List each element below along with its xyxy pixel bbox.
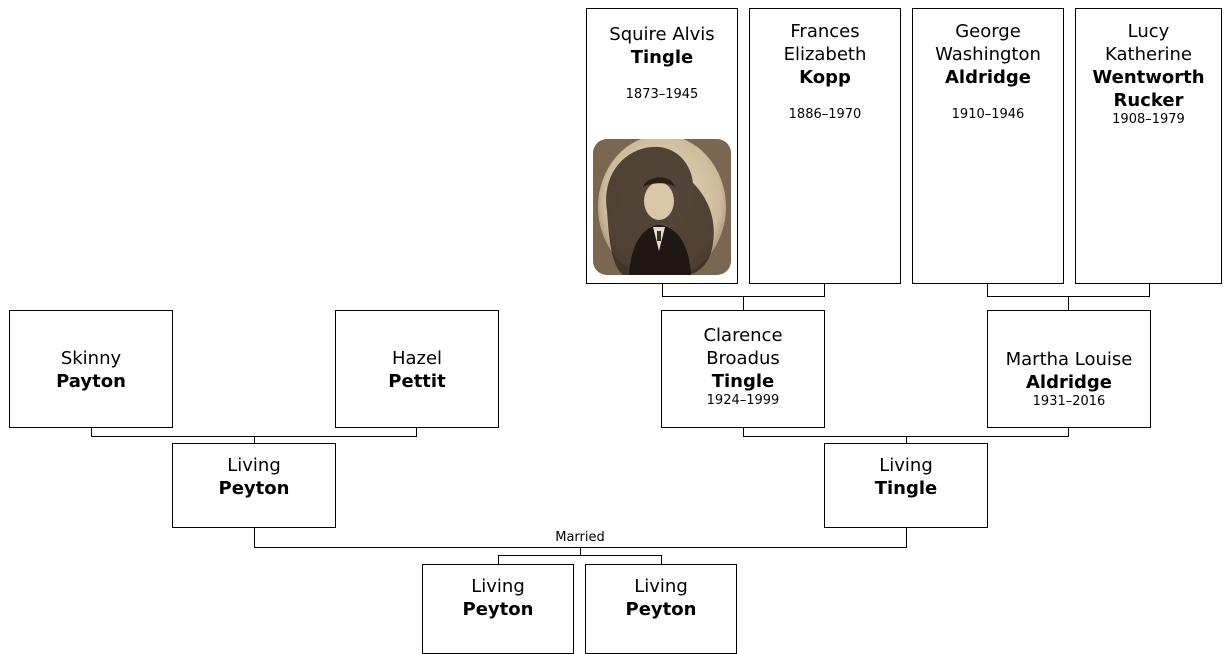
person-card-skinny-payton[interactable]: Skinny Payton — [9, 310, 173, 428]
connector-line — [580, 547, 581, 555]
given-name: Squire Alvis — [609, 24, 715, 45]
connector-line — [1068, 296, 1069, 310]
given-name: Martha Louise — [1005, 349, 1133, 370]
connector-line — [743, 427, 744, 436]
surname: Payton — [56, 371, 126, 392]
life-dates: 1908–1979 — [1112, 112, 1185, 127]
surname: Peyton — [218, 478, 290, 499]
connector-line — [91, 427, 92, 436]
connector-line — [987, 283, 988, 296]
connector-line — [254, 436, 255, 444]
life-dates: 1873–1945 — [625, 87, 699, 102]
given-name: George Washington — [935, 21, 1041, 65]
surname: Tingle — [711, 371, 775, 392]
life-dates: 1910–1946 — [951, 107, 1025, 122]
connector-line — [661, 555, 662, 564]
surname: Kopp — [799, 67, 851, 88]
person-card-hazel-pettit[interactable]: Hazel Pettit — [335, 310, 499, 428]
life-dates: 1886–1970 — [788, 107, 862, 122]
life-dates: 1931–2016 — [1032, 394, 1106, 409]
connector-line — [1068, 427, 1069, 436]
surname: Tingle — [630, 47, 694, 68]
person-card-lucy-katherine-wentworth-rucker[interactable]: Lucy Katherine Wentworth Rucker 1908–197… — [1075, 8, 1222, 284]
connector-line — [662, 283, 663, 296]
given-name: Hazel — [391, 348, 443, 369]
marriage-label: Married — [520, 530, 640, 546]
connector-line — [906, 527, 907, 548]
person-card-living-peyton-parent[interactable]: Living Peyton — [172, 443, 336, 528]
given-name: Living — [471, 576, 525, 597]
person-card-living-tingle[interactable]: Living Tingle — [824, 443, 988, 528]
connector-line — [498, 555, 499, 564]
given-name: Skinny — [60, 348, 122, 369]
surname: Aldridge — [1025, 372, 1112, 393]
given-name: Living — [879, 455, 933, 476]
surname: Peyton — [462, 599, 534, 620]
person-card-george-washington-aldridge[interactable]: George Washington Aldridge 1910–1946 — [912, 8, 1064, 284]
connector-line — [498, 555, 662, 556]
surname: Aldridge — [944, 67, 1031, 88]
connector-line — [824, 283, 825, 296]
person-card-squire-alvis-tingle[interactable]: Squire Alvis Tingle 1873–1945 — [586, 8, 738, 284]
connector-line — [906, 436, 907, 444]
given-name: Living — [227, 455, 281, 476]
given-name: Frances Elizabeth — [783, 21, 867, 65]
person-card-frances-elizabeth-kopp[interactable]: Frances Elizabeth Kopp 1886–1970 — [749, 8, 901, 284]
given-name: Living — [634, 576, 688, 597]
connector-line — [254, 527, 255, 548]
surname: Tingle — [874, 478, 938, 499]
surname: Wentworth Rucker — [1092, 67, 1205, 111]
person-card-living-peyton-child-2[interactable]: Living Peyton — [585, 564, 737, 654]
connector-line — [743, 296, 744, 310]
given-name: Lucy Katherine — [1105, 21, 1192, 65]
person-card-clarence-broadus-tingle[interactable]: Clarence Broadus Tingle 1924–1999 — [661, 310, 825, 428]
life-dates: 1924–1999 — [706, 393, 780, 408]
surname: Pettit — [388, 371, 446, 392]
connector-line — [416, 427, 417, 436]
connector-line — [1149, 283, 1150, 296]
portrait-photo — [593, 139, 731, 275]
surname: Peyton — [625, 599, 697, 620]
person-card-living-peyton-child-1[interactable]: Living Peyton — [422, 564, 574, 654]
given-name: Clarence Broadus — [703, 325, 783, 369]
person-card-martha-louise-aldridge[interactable]: Martha Louise Aldridge 1931–2016 — [987, 310, 1151, 428]
